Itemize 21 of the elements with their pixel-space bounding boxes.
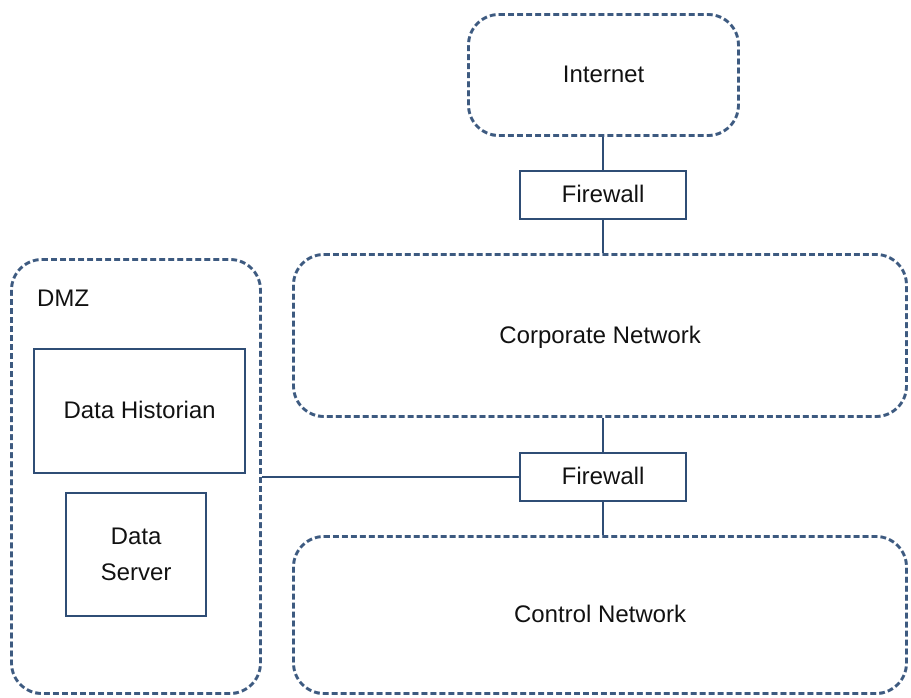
zone-label: DMZ (37, 284, 89, 314)
node-label: Control Network (514, 600, 686, 630)
connector-line (602, 418, 604, 452)
server-box (65, 492, 207, 617)
server-box (33, 348, 246, 474)
network-zone-box (292, 535, 908, 695)
node-label: Data Server (100, 522, 172, 588)
firewall-box (519, 452, 687, 502)
connector-line (262, 476, 519, 478)
zone-box (10, 258, 262, 695)
network-zone-box (292, 253, 908, 418)
network-cloud-box (467, 13, 740, 137)
connector-line (602, 220, 604, 253)
node-label: Data Historian (63, 396, 216, 426)
node-label: Internet (562, 60, 644, 90)
node-label: Corporate Network (499, 320, 701, 350)
connector-line (602, 502, 604, 535)
connector-line (602, 137, 604, 170)
node-label: Firewall (562, 180, 644, 210)
firewall-box (519, 170, 687, 220)
node-label: Firewall (562, 462, 644, 492)
